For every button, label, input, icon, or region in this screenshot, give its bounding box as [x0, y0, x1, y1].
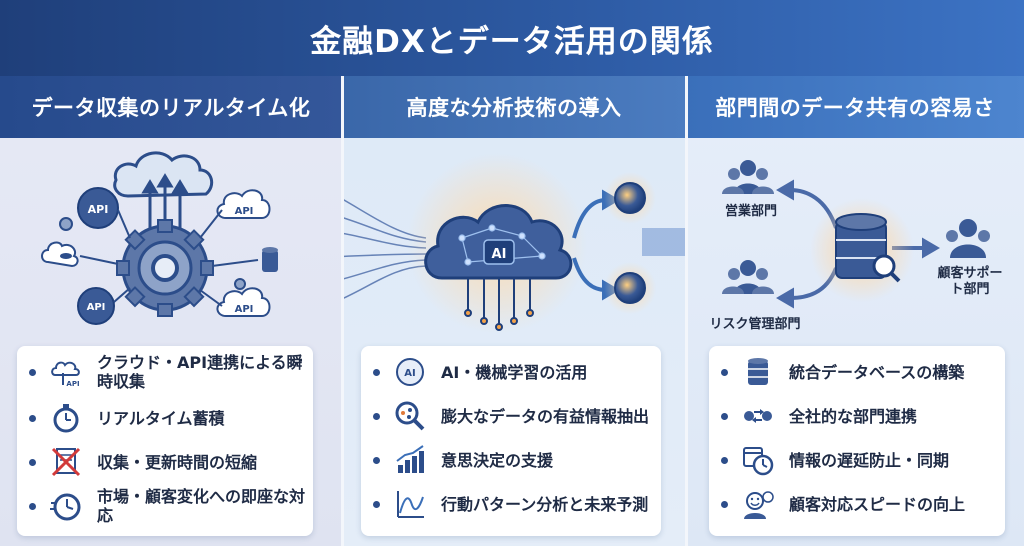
magnifier-network-icon	[395, 401, 425, 431]
connector-arrows	[79, 209, 259, 307]
item-text: リアルタイム蓄積	[97, 408, 225, 428]
bullet	[373, 368, 380, 376]
sync-people-icon	[744, 409, 772, 423]
bullet	[29, 414, 36, 422]
svg-text:AI: AI	[492, 247, 507, 262]
svg-text:API: API	[235, 206, 254, 217]
gear-icon	[116, 219, 214, 317]
bullet	[373, 456, 380, 464]
list-item: 統合データベースの構築	[709, 352, 1005, 392]
item-text: 全社的な部門連携	[789, 406, 918, 426]
database-icon	[262, 247, 278, 272]
sales-team-icon	[722, 160, 774, 194]
list-item: 情報の遅延防止・同期	[709, 440, 1005, 480]
svg-text:API: API	[235, 304, 254, 315]
feature-card: API クラウド・API連携による瞬時収集 リアルタイム蓄積	[17, 346, 313, 536]
column-heading: 高度な分析技術の導入	[342, 76, 686, 138]
bullet	[721, 368, 728, 376]
svg-text:API: API	[88, 203, 109, 216]
api-badge-icon: API	[77, 287, 115, 325]
bullet	[721, 456, 728, 464]
list-item: リアルタイム蓄積	[17, 398, 313, 438]
feature-card: AI AI・機械学習の活用 膨大なデータの有益情報抽出	[361, 346, 661, 536]
clock-calendar-icon	[743, 447, 774, 476]
flow-arrow-icon	[642, 210, 686, 274]
risk-team-icon	[722, 260, 774, 294]
column-data-sharing: 部門間のデータ共有の容易さ	[686, 76, 1024, 546]
small-gear-icon	[234, 278, 246, 290]
item-text: 市場・顧客変化への即座な対応	[97, 487, 306, 525]
cloud-api-icon: API	[51, 361, 80, 388]
item-text: 統合データベースの構築	[789, 362, 965, 382]
bullet	[373, 412, 380, 420]
department-label-sales: 営業部門	[724, 204, 777, 219]
bullet	[29, 368, 36, 376]
api-cloud-icon: API	[216, 287, 271, 317]
item-text: 行動パターン分析と未来予測	[441, 494, 649, 514]
ai-brain-icon: AI	[396, 358, 424, 386]
ai-analysis-illustration: AI	[342, 153, 686, 333]
bullet	[29, 458, 36, 466]
svg-text:API: API	[66, 380, 79, 388]
column-heading: 部門間のデータ共有の容易さ	[686, 76, 1024, 138]
list-item: AI AI・機械学習の活用	[361, 352, 661, 392]
ai-cloud-icon: AI	[424, 204, 573, 280]
column-realtime-collection: データ収集のリアルタイム化	[0, 76, 342, 546]
column-heading: データ収集のリアルタイム化	[0, 76, 342, 138]
data-sharing-illustration	[722, 160, 990, 309]
central-database-icon	[835, 213, 901, 283]
circuit-lines	[464, 278, 534, 331]
department-label-support: 顧客サポート部門	[937, 266, 1003, 297]
insight-orb-icon	[604, 262, 656, 314]
svg-text:AI: AI	[404, 368, 415, 379]
department-label-risk: リスク管理部門	[709, 317, 801, 332]
page-title: 金融DXとデータ活用の関係	[0, 0, 1024, 76]
database-icon	[748, 358, 768, 385]
column-divider	[341, 76, 344, 546]
list-item: 収集・更新時間の短縮	[17, 442, 313, 482]
growth-chart-icon	[396, 445, 424, 473]
trend-line-icon	[397, 491, 424, 518]
item-text: 膨大なデータの有益情報抽出	[441, 406, 650, 426]
bullet	[721, 412, 728, 420]
list-item: 顧客対応スピードの向上	[709, 484, 1005, 524]
bullet	[373, 500, 380, 508]
list-item: API クラウド・API連携による瞬時収集	[17, 352, 313, 392]
bullet	[29, 502, 36, 510]
crossed-document-icon	[51, 447, 81, 477]
item-text: クラウド・API連携による瞬時収集	[97, 353, 303, 391]
insight-orb-icon	[604, 172, 656, 224]
bullet	[721, 500, 728, 508]
list-item: 市場・顧客変化への即座な対応	[17, 486, 313, 526]
list-item: 膨大なデータの有益情報抽出	[361, 396, 661, 436]
item-text: AI・機械学習の活用	[441, 362, 588, 382]
column-advanced-analytics: 高度な分析技術の導入	[342, 76, 686, 546]
svg-text:API: API	[87, 302, 106, 313]
item-text: 顧客対応スピードの向上	[789, 494, 966, 514]
small-gear-icon	[59, 217, 73, 231]
list-item: 意思決定の支援	[361, 440, 661, 480]
data-collection-illustration: API API API API	[41, 151, 278, 325]
list-item: 行動パターン分析と未来予測	[361, 484, 661, 524]
item-text: 情報の遅延防止・同期	[789, 450, 950, 470]
api-cloud-icon: API	[216, 189, 271, 219]
cloud-icon	[113, 151, 214, 198]
stopwatch-icon	[53, 404, 79, 433]
item-text: 収集・更新時間の短縮	[97, 452, 258, 472]
api-badge-icon: API	[77, 187, 119, 229]
item-text: 意思決定の支援	[441, 450, 554, 470]
column-divider	[685, 76, 688, 546]
clock-gear-icon	[50, 493, 81, 521]
smiling-customer-icon	[744, 491, 774, 519]
feature-card: 統合データベースの構築 全社的な部門連携	[709, 346, 1005, 536]
list-item: 全社的な部門連携	[709, 396, 1005, 436]
database-cloud-icon	[41, 241, 79, 268]
support-team-icon	[946, 219, 990, 258]
